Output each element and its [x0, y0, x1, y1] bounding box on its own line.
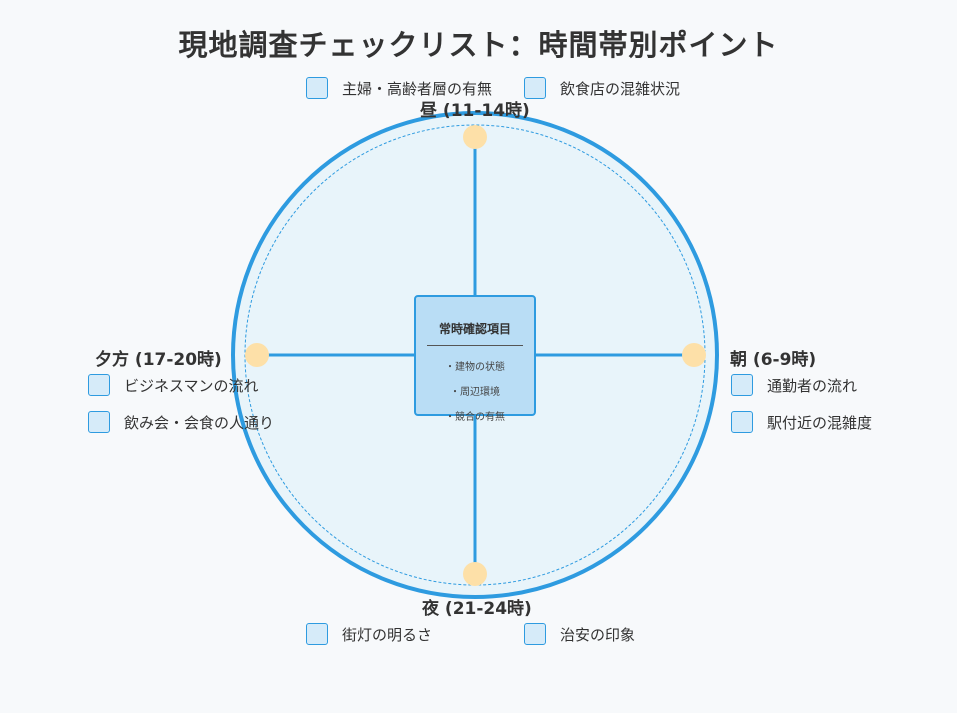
- checkbox[interactable]: [731, 411, 753, 433]
- check-item[interactable]: 飲食店の混雑状況: [524, 77, 680, 99]
- marker-morning: [682, 343, 706, 367]
- check-item[interactable]: 主婦・高齢者層の有無: [306, 77, 492, 99]
- check-item[interactable]: 治安の印象: [524, 623, 635, 645]
- check-item-label: 主婦・高齢者層の有無: [342, 79, 493, 98]
- check-item-label: 飲食店の混雑状況: [560, 79, 681, 98]
- checkbox[interactable]: [88, 411, 110, 433]
- center-item: ・競合の有無: [445, 412, 505, 423]
- checkbox[interactable]: [88, 374, 110, 396]
- center-item: ・周辺環境: [450, 387, 500, 398]
- label-evening: 夕方 (17-20時): [95, 350, 222, 370]
- check-item-label: 治安の印象: [560, 625, 636, 644]
- checkbox[interactable]: [306, 77, 328, 99]
- checkbox[interactable]: [524, 623, 546, 645]
- check-item[interactable]: 通勤者の流れ: [731, 374, 857, 396]
- check-item-label: ビジネスマンの流れ: [124, 376, 259, 395]
- label-noon: 昼 (11-14時): [420, 101, 530, 121]
- check-item[interactable]: 飲み会・会食の人通り: [88, 411, 274, 433]
- center-item: ・建物の状態: [445, 362, 505, 373]
- checkbox[interactable]: [731, 374, 753, 396]
- center-title: 常時確認項目: [438, 322, 511, 336]
- checkbox[interactable]: [306, 623, 328, 645]
- marker-noon: [463, 125, 487, 149]
- check-item[interactable]: 街灯の明るさ: [306, 623, 432, 645]
- check-item-label: 街灯の明るさ: [342, 625, 433, 644]
- marker-night: [463, 562, 487, 586]
- check-item[interactable]: 駅付近の混雑度: [731, 411, 872, 433]
- center-box: 常時確認項目 ・建物の状態 ・周辺環境 ・競合の有無: [414, 295, 536, 423]
- marker-evening: [245, 343, 269, 367]
- page-title: 現地調査チェックリスト：時間帯別ポイント: [178, 28, 779, 62]
- label-night: 夜 (21-24時): [422, 599, 532, 619]
- label-morning: 朝 (6-9時): [730, 350, 817, 370]
- check-item-label: 通勤者の流れ: [767, 376, 858, 395]
- check-item[interactable]: ビジネスマンの流れ: [88, 374, 259, 396]
- check-item-label: 駅付近の混雑度: [767, 413, 873, 432]
- check-item-label: 飲み会・会食の人通り: [124, 413, 275, 432]
- center-divider: [427, 345, 523, 346]
- checkbox[interactable]: [524, 77, 546, 99]
